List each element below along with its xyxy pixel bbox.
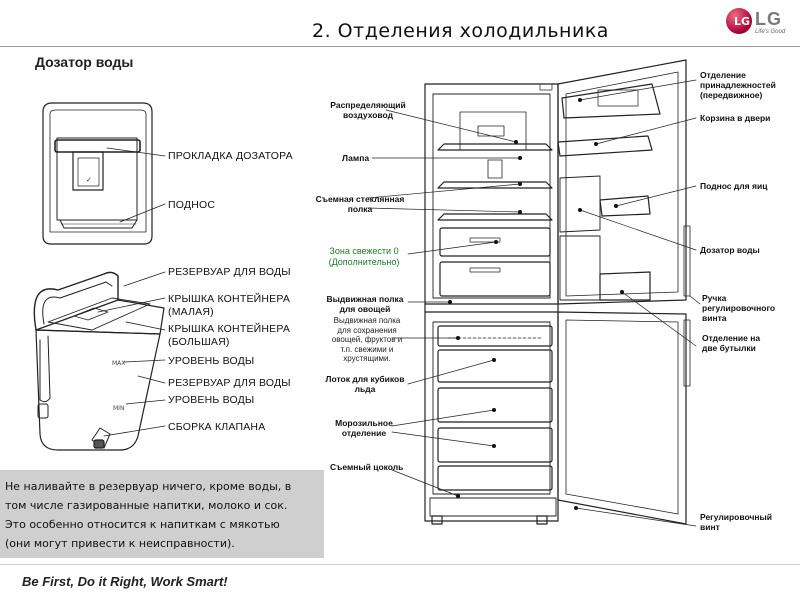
refrigerator-drawing [424, 59, 691, 525]
logo-text: LG [755, 9, 782, 29]
label-adjusting-screw: Регулировочный винт [700, 512, 772, 532]
label-water-level-2: УРОВЕНЬ ВОДЫ [168, 394, 255, 406]
label-air-duct: Распределяющий воздуховод [330, 100, 406, 120]
lg-logo-icon: LG [726, 8, 752, 34]
dispenser-heading: Дозатор воды [35, 54, 134, 70]
label-door-basket: Корзина в двери [700, 113, 771, 123]
fridge-right-leader-lines [575, 79, 701, 527]
label-egg-tray: Поднос для яиц [700, 181, 768, 191]
label-lid-large-1: КРЫШКА КОНТЕЙНЕРА [168, 323, 291, 335]
leader-dots [448, 98, 624, 510]
label-screw-handle: Ручка регулировочного винта [702, 293, 776, 323]
label-water-dispenser: Дозатор воды [700, 245, 760, 255]
label-bottle-compartment: Отделение на две бутылки [702, 333, 761, 353]
warning-text: Не наливайте в резервуар ничего, кроме в… [5, 480, 292, 550]
lg-logo: LG LG Life's Good [724, 4, 800, 40]
label-lid-large-2: (БОЛЬШАЯ) [168, 336, 230, 348]
footer-divider [0, 564, 800, 565]
label-lamp: Лампа [342, 153, 370, 163]
dispenser-front-drawing: ✓ [42, 102, 153, 245]
label-veg-description: Выдвижная полка для сохранения овощей, ф… [331, 316, 403, 363]
fridge-left-leader-lines [367, 109, 521, 497]
label-fresh-zone: Зона свежести 0 (Дополнительно) [328, 246, 400, 267]
label-ice-tray: Лоток для кубиков льда [325, 374, 405, 394]
label-glass-shelf: Съемная стеклянная полка [315, 194, 405, 214]
label-veg-drawer: Выдвижная полка для овощей [326, 294, 404, 314]
title-divider [0, 46, 800, 47]
label-reservoir: РЕЗЕРВУАР ДЛЯ ВОДЫ [168, 266, 291, 278]
dispenser-leader-lines [97, 147, 166, 437]
label-tray: ПОДНОС [168, 199, 216, 211]
water-reservoir-drawing: MAX MIN [33, 271, 165, 451]
svg-text:✓: ✓ [86, 176, 92, 184]
warning-box: Не наливайте в резервуар ничего, кроме в… [0, 470, 324, 558]
label-lid-small-2: (МАЛАЯ) [168, 306, 214, 318]
footer-slogan: Be First, Do it Right, Work Smart! [22, 574, 228, 589]
label-gasket: ПРОКЛАДКА ДОЗАТОРА [168, 150, 293, 162]
label-plinth: Съемный цоколь [330, 462, 404, 472]
label-accessories: Отделение принадлежностей (передвижное) [700, 70, 776, 100]
label-lid-small-1: КРЫШКА КОНТЕЙНЕРА [168, 293, 291, 305]
label-water-level-1: УРОВЕНЬ ВОДЫ [168, 355, 255, 367]
max-mark: MAX [112, 360, 125, 367]
label-valve-assembly: СБОРКА КЛАПАНА [168, 421, 266, 433]
label-freezer: Морозильное отделение [335, 418, 393, 438]
label-reservoir-2: РЕЗЕРВУАР ДЛЯ ВОДЫ [168, 377, 291, 389]
min-mark: MIN [113, 405, 124, 412]
page-title: 2. Отделения холодильника [312, 20, 609, 42]
logo-tagline: Life's Good [755, 29, 786, 35]
